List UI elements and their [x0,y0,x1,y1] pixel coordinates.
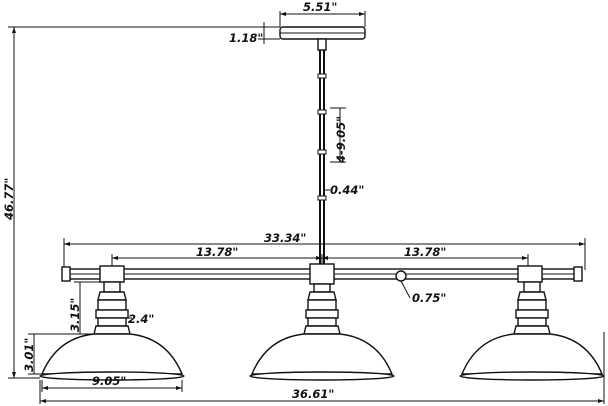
rod-diameter-label: 0.44" [330,183,364,197]
shade-spacing-right-label: 13.78" [404,245,446,259]
bar-diameter-callout [400,280,411,299]
overall-width-dimension [39,332,605,404]
shade-spacing-left-label: 13.78" [196,245,238,259]
pendant-shade-center [249,283,395,381]
pipe-bar [61,263,583,285]
canopy-width-dimension [279,11,366,27]
overall-width-label: 36.61" [292,387,334,401]
canopy-width-label: 5.51" [303,0,337,14]
down-rod [317,38,327,268]
canopy-height-label: 1.18" [229,31,263,45]
shade-width-label: 9.05" [92,374,126,388]
shade-spacing-dimension [111,254,529,268]
socket-height-label: 3.15" [68,298,82,332]
bar-diameter-label: 0.75" [412,291,446,305]
bar-length-label: 33.34" [264,231,306,245]
overall-height-label: 46.77" [2,178,16,221]
rod-length-label: 4-9.05" [334,116,348,164]
shade-width-dimension [41,380,183,392]
canopy [279,26,366,40]
bar-length-dimension [63,238,586,270]
socket-width-label: 2.4" [128,312,154,326]
rod-length-dimension [330,107,346,163]
pendant-shade-left [39,281,185,381]
pendant-shade-right [459,281,605,381]
shade-height-label: 3.01" [22,338,36,372]
overall-height-dimension [8,26,280,379]
